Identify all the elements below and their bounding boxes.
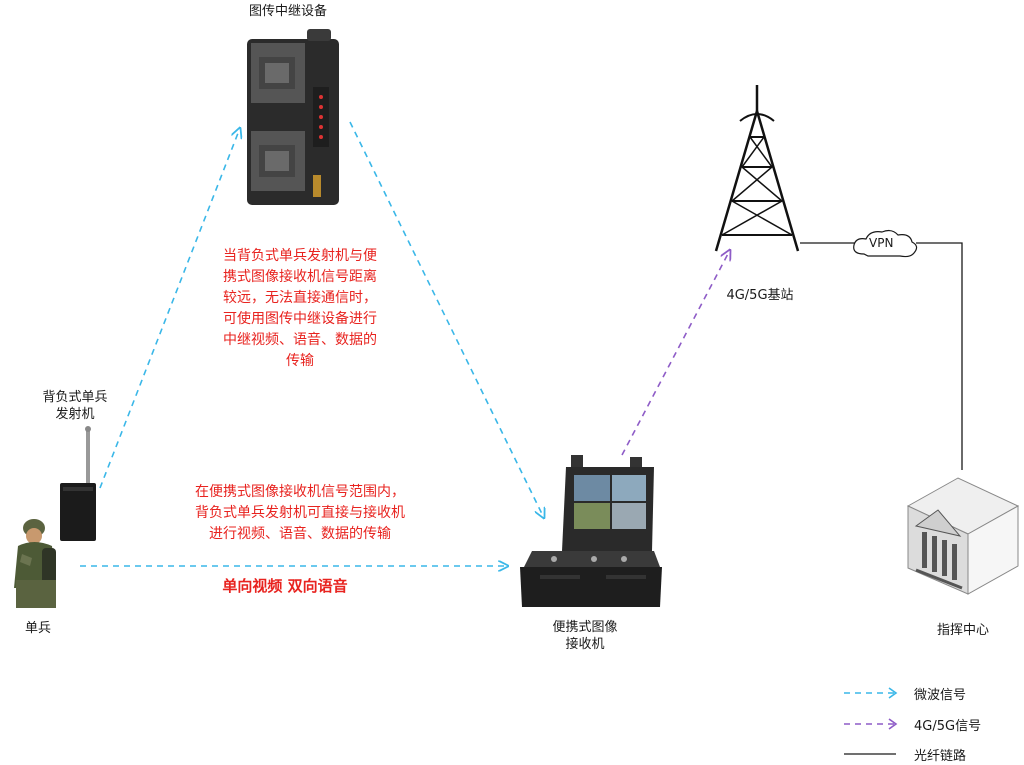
soldier-label: 单兵	[24, 621, 51, 636]
soldier-figure	[14, 519, 56, 608]
relay-note-line: 传输	[286, 353, 314, 369]
legend-label: 微波信号	[914, 688, 967, 703]
portable-receiver-label-line: 便携式图像	[552, 620, 618, 635]
vpn-label: VPN	[869, 236, 894, 250]
direct-note-line: 在便携式图像接收机信号范围内，	[195, 484, 405, 500]
cellular-link-receiver-to-tower	[621, 250, 730, 456]
microwave-link-relay-to-receiver	[349, 121, 544, 518]
backpack-transmitter-label-line: 发射机	[55, 407, 95, 422]
relay-note-line: 较远，无法直接通信时，	[223, 290, 377, 306]
direct-note-line: 背负式单兵发射机可直接与接收机	[195, 505, 405, 521]
direct-note-line: 进行视频、语音、数据的传输	[209, 526, 391, 542]
relay-note-line: 当背负式单兵发射机与便	[223, 248, 377, 264]
cell-tower-icon	[714, 85, 800, 252]
base-station-label: 4G/5G基站	[726, 288, 794, 303]
direct-note: 在便携式图像接收机信号范围内， 背负式单兵发射机可直接与接收机 进行视频、语音、…	[155, 482, 445, 545]
relay-device[interactable]	[245, 27, 345, 207]
backpack-transmitter[interactable]	[52, 425, 102, 545]
backpack-transmitter-label-line: 背负式单兵	[42, 390, 108, 405]
vpn-cloud-icon	[853, 229, 918, 258]
legend: 微波信号 4G/5G信号 光纤链路	[842, 683, 1012, 764]
command-center-label: 指挥中心	[936, 623, 989, 638]
link-mode-label: 单向视频 双向语音	[222, 577, 348, 595]
portable-receiver-label-line: 接收机	[565, 637, 605, 652]
microwave-link-tx-to-relay	[99, 128, 240, 489]
relay-note-line: 可使用图传中继设备进行	[223, 311, 377, 327]
legend-label: 4G/5G信号	[914, 719, 982, 734]
backpack-transmitter-label: 背负式单兵 发射机	[30, 389, 120, 423]
relay-note: 当背负式单兵发射机与便 携式图像接收机信号距离 较远，无法直接通信时， 可使用图…	[190, 246, 410, 372]
relay-note-line: 携式图像接收机信号距离	[223, 269, 377, 285]
legend-swatch-fiber	[844, 753, 896, 755]
fiber-link-to-command	[916, 242, 963, 470]
legend-label: 光纤链路	[914, 749, 967, 764]
portable-receiver[interactable]	[514, 455, 664, 615]
relay-note-line: 中继视频、语音、数据的	[223, 332, 377, 348]
legend-swatch-microwave	[844, 687, 898, 699]
portable-receiver-label: 便携式图像 接收机	[540, 619, 630, 653]
legend-swatch-cellular	[844, 718, 898, 730]
command-center-building-icon	[906, 477, 1020, 595]
relay-device-label: 图传中继设备	[248, 4, 327, 19]
